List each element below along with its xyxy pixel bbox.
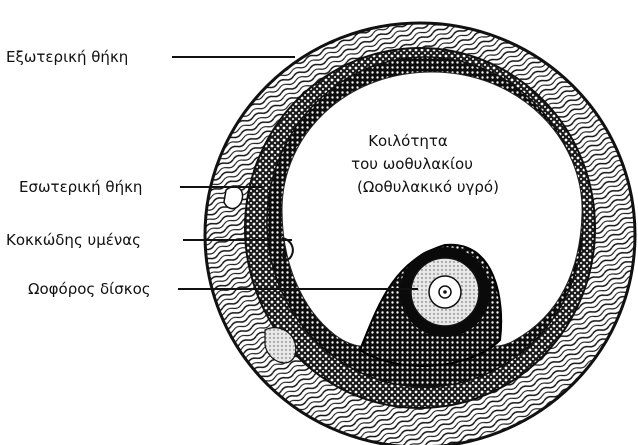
inner-theca-label: Εσωτερική θήκη <box>19 178 142 196</box>
cavity-label-line3: (Ωοθυλακικό υγρό) <box>357 178 499 196</box>
cavity-label-line2: του ωοθυλακίου <box>351 155 473 173</box>
cavity-label-line1: Κοιλότητα <box>368 132 448 150</box>
granulosa-label: Κοκκώδης υμένας <box>6 231 141 249</box>
cumulus-label: Ωοφόρος δίσκος <box>28 280 151 298</box>
outer-theca-label: Εξωτερική θήκη <box>6 48 128 66</box>
